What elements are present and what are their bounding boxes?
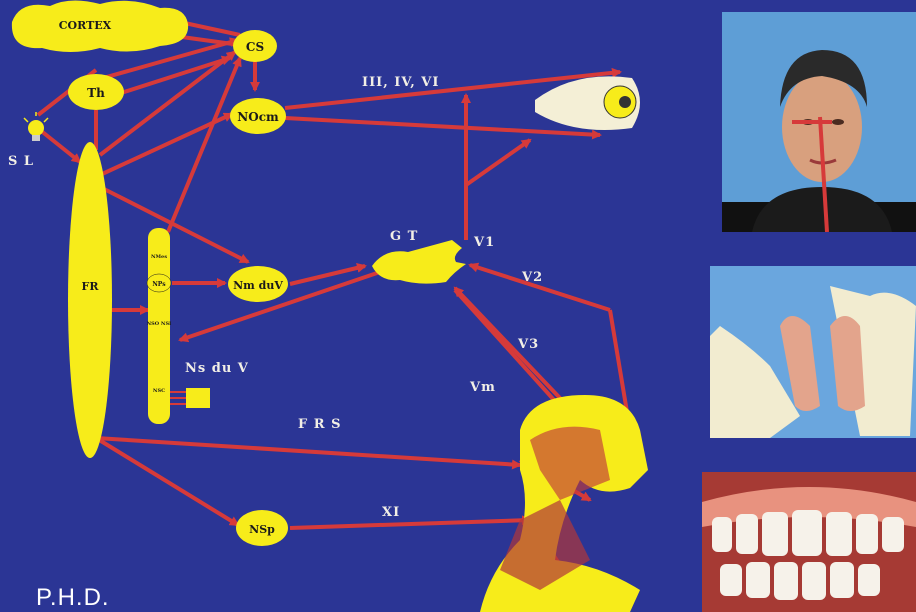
v3-label: V3 [517, 337, 539, 352]
lightbulb-icon [24, 112, 48, 141]
vm-label: Vm [469, 380, 496, 395]
trigeminal-ganglion [372, 240, 466, 284]
cs-node: CS [233, 30, 277, 62]
arrow-cortex-cs [180, 22, 240, 35]
small-box-icon [170, 388, 210, 408]
credit-label: P.H.D. [36, 584, 110, 612]
sl-label: S L [8, 154, 34, 169]
teeth-photo [702, 472, 916, 612]
xi-label: XI [382, 505, 400, 520]
arrow-fr-nmduv [102, 188, 248, 262]
column-bottom-label: NSC [153, 388, 165, 394]
fr-node: FR [68, 142, 112, 458]
cs-label: CS [246, 40, 264, 54]
column-top-label: NMes [151, 254, 167, 260]
nocm-node: NOcm [230, 98, 286, 134]
cortex-label: CORTEX [59, 19, 112, 32]
nps-node: NPs [147, 274, 171, 292]
column-mid-label: NSO NSI [147, 321, 172, 327]
face-photo [722, 12, 916, 232]
nm-duv-label: Nm duV [233, 279, 283, 292]
frs-label: F R S [298, 417, 341, 432]
arrow-nsp-neck [290, 520, 530, 528]
hands-photo [710, 266, 916, 438]
gt-label: G T [390, 229, 418, 244]
arrow-fr-frs [96, 438, 520, 465]
arrow-sl-fr [40, 130, 80, 162]
nps-label: NPs [152, 281, 166, 288]
v2-label: V2 [521, 270, 543, 285]
cortex-node: CORTEX [12, 0, 188, 52]
nocm-label: NOcm [237, 110, 279, 124]
nsp-label: NSp [249, 523, 275, 536]
trigeminal-nuclear-column: NMes NSO NSI NSC [147, 228, 172, 424]
arrow-v1-eye [466, 140, 530, 185]
th-label: Th [87, 86, 105, 100]
fr-label: FR [82, 280, 100, 293]
iii-iv-vi-label: III, IV, VI [362, 75, 439, 90]
nsp-node: NSp [236, 510, 288, 546]
v1-label: V1 [473, 235, 495, 250]
arrow-fr-cs [100, 52, 235, 155]
arrow-fr-nsp [96, 438, 238, 525]
head-neck-illustration [480, 395, 648, 612]
ns-du-v-label: Ns du V [185, 361, 249, 376]
arrow-column-cs [168, 58, 240, 232]
eye-icon [535, 76, 640, 130]
th-node: Th [68, 74, 124, 110]
nm-duv-node: Nm duV [228, 266, 288, 302]
arrow-th-cs-2 [118, 58, 230, 94]
